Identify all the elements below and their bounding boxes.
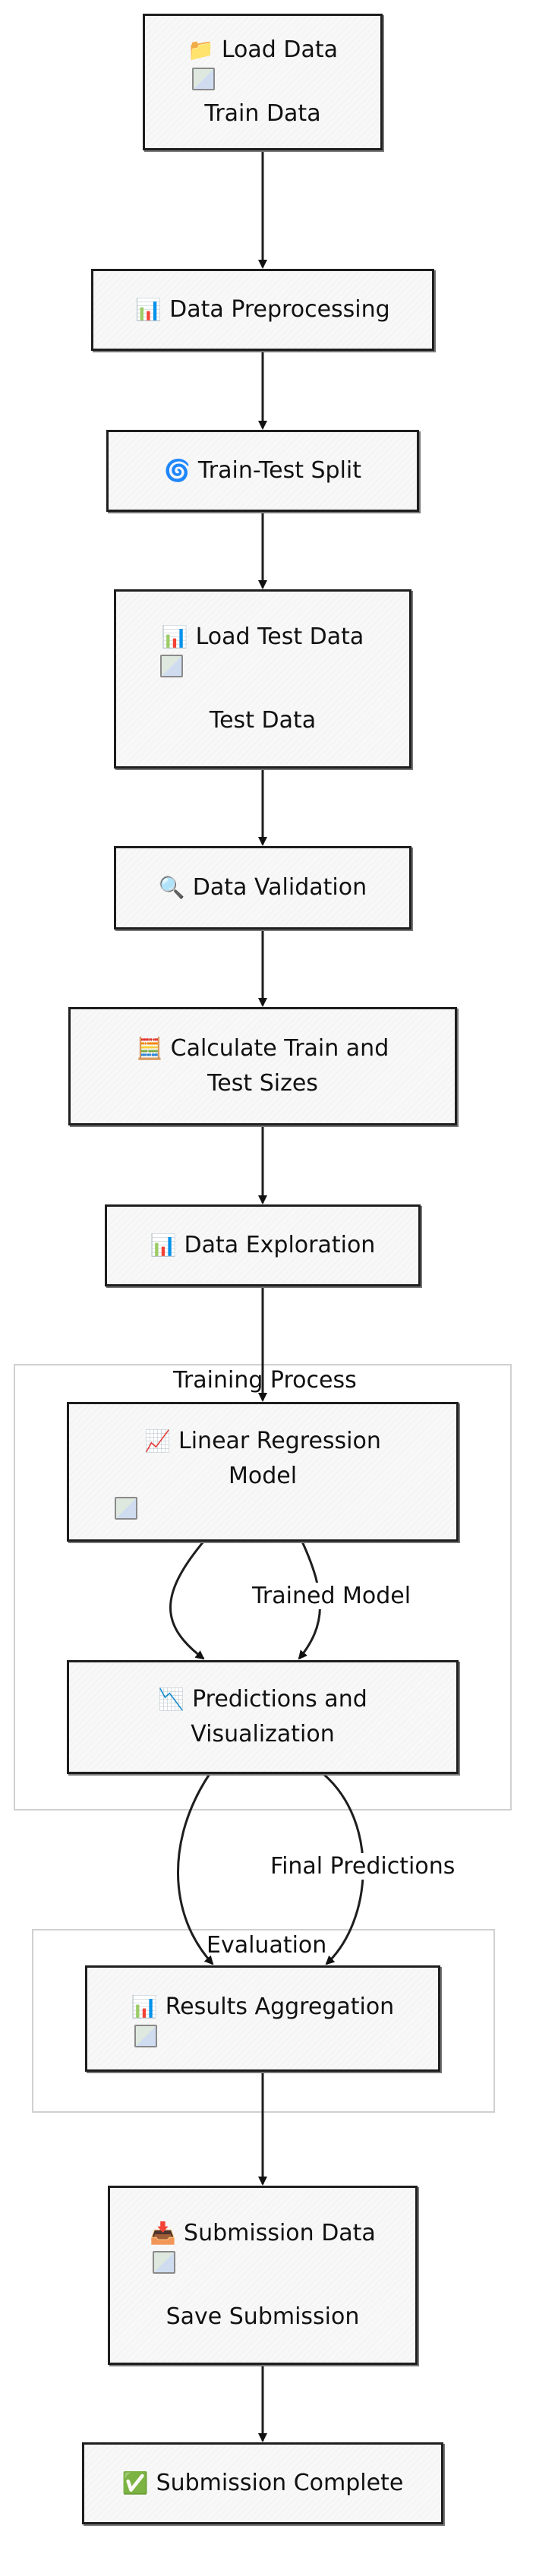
edge-label-final-predictions: Final Predictions (270, 1853, 456, 1880)
node-data-validation[interactable]: 🔍 Data Validation (114, 846, 411, 930)
node-submission-complete-label: Submission Complete (156, 2470, 404, 2496)
node-model-line1: Linear Regression (178, 1428, 381, 1454)
bar-chart-icon: 📊 (161, 624, 188, 649)
check-mark-icon: ✅ (121, 2470, 149, 2496)
node-predictions-line2: Visualization (191, 1721, 335, 1747)
node-calculate-sizes-line1: Calculate Train and (170, 1035, 389, 1062)
bar-chart-icon: 📊 (131, 1994, 158, 2019)
node-results-aggregation[interactable]: 📊 Results Aggregation (85, 1965, 440, 2072)
node-data-validation-label: Data Validation (192, 874, 367, 901)
bar-chart-icon: 📊 (150, 1233, 177, 1258)
node-predictions-visualization[interactable]: 📉 Predictions and Visualization (67, 1660, 459, 1774)
broken-image-icon (192, 68, 215, 90)
node-load-data-title: 📁Load Data (188, 33, 338, 68)
broken-image-icon (134, 2025, 157, 2047)
cyclone-icon: 🌀 (163, 458, 191, 483)
node-load-test-data[interactable]: 📊Load Test Data Test Data (114, 589, 411, 769)
chart-increasing-icon: 📈 (144, 1428, 171, 1454)
node-load-test-title: 📊Load Test Data (162, 620, 364, 655)
node-data-exploration-label: Data Exploration (184, 1232, 376, 1258)
node-data-preprocessing[interactable]: 📊 Data Preprocessing (91, 269, 434, 351)
node-linear-regression-model[interactable]: 📈 Linear Regression Model (67, 1402, 459, 1542)
node-submission-data[interactable]: 📥Submission Data Save Submission (108, 2186, 418, 2365)
broken-image-icon (115, 1497, 137, 1520)
bar-chart-icon: 📊 (135, 297, 162, 322)
abacus-icon: 🧮 (136, 1036, 163, 1061)
node-calculate-sizes[interactable]: 🧮 Calculate Train and Test Sizes (68, 1007, 457, 1125)
node-calculate-sizes-line2: Test Sizes (207, 1070, 318, 1097)
group-training-label: Training Process (173, 1367, 357, 1394)
inbox-tray-icon: 📥 (150, 2221, 177, 2246)
edge-predictions-to-aggregation-left (177, 1773, 214, 1965)
group-evaluation-label: Evaluation (207, 1932, 327, 1959)
node-results-aggregation-label: Results Aggregation (165, 1994, 395, 2020)
node-train-test-split[interactable]: 🌀Train-Test Split (106, 430, 419, 512)
edge-model-to-predictions-left (169, 1541, 205, 1660)
node-load-data-caption: Train Data (204, 100, 321, 127)
edge-label-trained-model: Trained Model (252, 1583, 411, 1609)
chart-decreasing-icon: 📉 (158, 1687, 185, 1712)
node-load-data[interactable]: 📁Load Data Train Data (143, 14, 383, 150)
node-data-exploration[interactable]: 📊 Data Exploration (105, 1204, 421, 1286)
broken-image-icon (153, 2251, 175, 2274)
node-load-test-caption: Test Data (209, 707, 317, 734)
node-train-test-split-label: Train-Test Split (197, 457, 362, 484)
node-submission-complete[interactable]: ✅ Submission Complete (82, 2442, 443, 2524)
node-predictions-line1: Predictions and (192, 1686, 367, 1713)
magnifier-icon: 🔍 (158, 875, 185, 900)
node-submission-title: 📥Submission Data (150, 2216, 376, 2251)
broken-image-icon (160, 655, 183, 677)
node-model-line2: Model (228, 1463, 298, 1489)
node-data-preprocessing-label: Data Preprocessing (169, 296, 390, 323)
node-submission-caption: Save Submission (166, 2303, 360, 2330)
folder-icon: 📁 (187, 37, 214, 62)
